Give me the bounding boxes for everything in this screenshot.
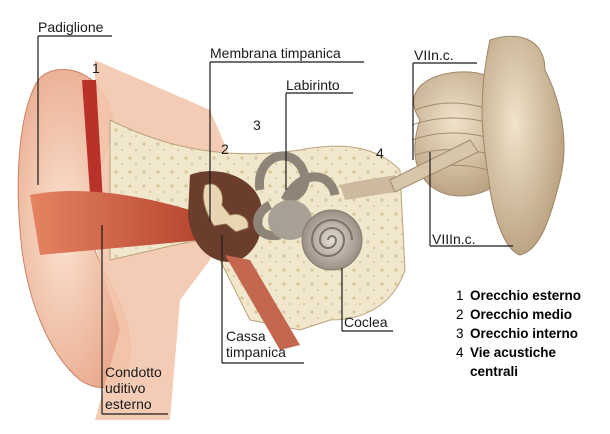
ear-canal (30, 190, 200, 255)
region-number-2: 2 (221, 141, 229, 157)
eustachian-tube (225, 255, 300, 350)
legend-item: 4 Vie acustiche (456, 343, 581, 362)
label-condotto-line3: esterno (105, 396, 152, 412)
label-labirinto: Labirinto (286, 77, 340, 93)
legend: 1 Orecchio esterno 2 Orecchio medio 3 Or… (456, 286, 581, 381)
legend-text: Orecchio interno (470, 326, 579, 341)
label-vii-nervo-cranico: VIIn.c. (414, 47, 454, 63)
label-viii-nervo-cranico: VIIIn.c. (432, 231, 476, 247)
legend-item: 3 Orecchio interno (456, 324, 581, 343)
cochlea (301, 209, 363, 271)
legend-item: 1 Orecchio esterno (456, 286, 581, 305)
label-condotto-line1: Condotto (105, 364, 162, 380)
blood-vessel (82, 80, 104, 222)
legend-text-line2: centrali (470, 364, 519, 379)
label-cassa-line1: Cassa (226, 328, 266, 344)
region-number-3: 3 (253, 117, 261, 133)
label-cassa-timpanica: Cassa timpanica (226, 328, 286, 360)
legend-item-continuation: centrali (456, 362, 581, 381)
legend-item: 2 Orecchio medio (456, 305, 581, 324)
vestibule (268, 200, 312, 240)
cranial-nerves-bundle (389, 139, 479, 193)
label-condotto-uditivo-esterno: Condotto uditivo esterno (105, 364, 162, 412)
legend-number: 4 (456, 345, 464, 360)
ossicles (202, 183, 249, 233)
labyrinth (253, 151, 340, 241)
legend-indent (456, 362, 470, 381)
brainstem (481, 35, 565, 256)
label-padiglione: Padiglione (38, 19, 104, 35)
legend-text: Orecchio esterno (470, 288, 582, 303)
auditory-nerve (340, 175, 398, 200)
legend-number: 1 (456, 288, 464, 303)
region-number-1: 1 (92, 60, 100, 76)
label-coclea: Coclea (344, 314, 388, 330)
legend-number: 3 (456, 326, 464, 341)
legend-text: Orecchio medio (470, 307, 573, 322)
leader-lines (37, 35, 513, 415)
region-number-4: 4 (376, 145, 384, 161)
label-membrana-timpanica: Membrana timpanica (210, 45, 341, 61)
label-condotto-line2: uditivo (105, 380, 146, 396)
legend-text: Vie acustiche (470, 345, 557, 360)
label-cassa-line2: timpanica (226, 344, 286, 360)
legend-number: 2 (456, 307, 464, 322)
cochlea-spiral (310, 219, 353, 257)
